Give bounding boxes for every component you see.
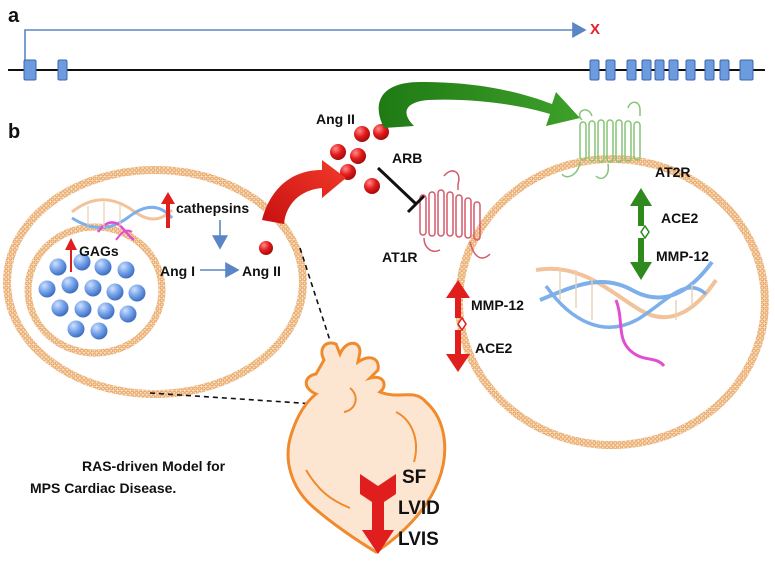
stop-marker: X: [590, 21, 601, 38]
ang2-molecule: [373, 124, 389, 140]
exon-box: [685, 59, 696, 81]
exon-box: [704, 59, 715, 81]
red-double-arrow: [446, 280, 470, 372]
exon-box: [23, 59, 37, 81]
readout-sf: SF: [402, 467, 427, 488]
label-ang2-top: Ang II: [316, 111, 355, 127]
ang2-molecules: [330, 124, 389, 194]
at1r-receptor: [419, 170, 491, 259]
label-mmp12-mid: MMP-12: [471, 297, 524, 313]
ang2-molecule: [340, 164, 356, 180]
exon-box: [719, 59, 730, 81]
exon-box: [668, 59, 679, 81]
secretion-arrow: [262, 160, 346, 224]
at2r-receptor: [561, 101, 641, 180]
dna-helix-large: [535, 260, 718, 368]
label-gags: GAGs: [79, 243, 119, 259]
green-curved-arrow: [378, 82, 580, 128]
label-cathepsins: cathepsins: [176, 200, 250, 216]
transcript-arrow: [24, 22, 587, 62]
ang2-molecule: [354, 126, 370, 142]
exon-box: [626, 59, 637, 81]
panel-label-a: a: [8, 5, 20, 27]
exon-boxes: [23, 59, 754, 81]
exon-box: [605, 59, 616, 81]
label-ang2-cell: Ang II: [242, 263, 281, 279]
label-ace2-right: ACE2: [661, 210, 699, 226]
caption-line-2: MPS Cardiac Disease.: [30, 480, 177, 496]
ang2-molecule: [330, 144, 346, 160]
left-cell: [3, 166, 307, 398]
ang2-molecule: [364, 178, 380, 194]
cathepsins-up-arrow: [161, 192, 175, 228]
gag-vesicles: [38, 253, 146, 340]
heart-decrease-arrow: [360, 474, 396, 554]
label-at2r: AT2R: [655, 164, 691, 180]
label-ang1: Ang I: [160, 263, 195, 279]
label-mmp12-right: MMP-12: [656, 248, 709, 264]
exon-box: [739, 59, 754, 81]
readout-lvid: LVID: [398, 498, 440, 519]
ang2-molecule: [350, 148, 366, 164]
ang2-molecule-inside: [259, 241, 273, 255]
right-cell: [419, 101, 769, 449]
gags-up-arrow: [65, 238, 77, 272]
dna-helix-small: [71, 198, 174, 242]
caption-line-1: RAS-driven Model for: [82, 458, 226, 474]
panel-label-b: b: [8, 121, 21, 143]
label-ace2-mid: ACE2: [475, 340, 513, 356]
arb-inhibition: [376, 166, 426, 214]
label-arb: ARB: [392, 150, 423, 166]
exon-box: [641, 59, 652, 81]
gene-diagram: [8, 22, 765, 81]
exon-box: [57, 59, 68, 81]
left-cell-membrane: [3, 166, 307, 398]
green-double-arrow: [630, 188, 652, 280]
exon-box: [654, 59, 665, 81]
exon-box: [589, 59, 600, 81]
label-at1r: AT1R: [382, 249, 418, 265]
readout-lvis: LVIS: [398, 529, 439, 550]
heart-illustration: [286, 341, 447, 554]
